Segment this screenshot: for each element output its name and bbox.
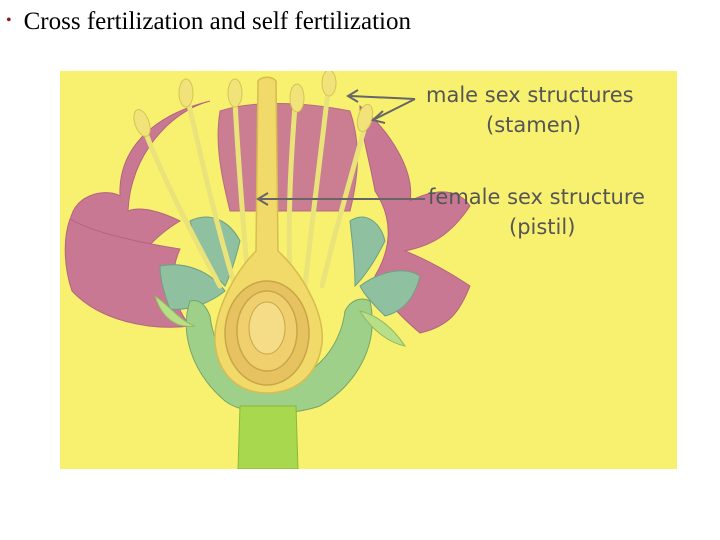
- stamen-arrowhead-b: [370, 110, 386, 124]
- anther-5: [321, 71, 337, 97]
- stamen-filament-2: [185, 98, 238, 289]
- anther-3: [227, 78, 243, 108]
- stamen-arrow-line-b: [374, 98, 416, 120]
- pistil: [214, 76, 323, 394]
- stamen-filament-6: [319, 123, 368, 289]
- stamen-label-line1: male sex structures: [426, 83, 634, 107]
- slide-title: • Cross fertilization and self fertilizat…: [6, 8, 411, 36]
- ovule-inner: [248, 301, 286, 355]
- stamen-label-line2: (stamen): [486, 113, 581, 137]
- stamens: [142, 88, 368, 289]
- anther-1: [133, 109, 151, 137]
- pistil-label-line2: (pistil): [509, 215, 575, 239]
- stem: [237, 405, 299, 469]
- pistil-arrowhead: [256, 192, 269, 206]
- anther-4: [289, 83, 305, 113]
- stamen-arrowhead-a: [346, 89, 359, 103]
- slide-title-text: Cross fertilization and self fertilizati…: [23, 8, 411, 35]
- anther-2: [178, 78, 194, 108]
- stamen-filament-4: [286, 103, 298, 284]
- bullet-icon: •: [6, 12, 12, 29]
- base-leaf-right: [358, 310, 407, 347]
- stamen-filament-1: [142, 128, 223, 289]
- stamen-filament-3: [232, 98, 251, 284]
- flower-diagram: male sex structures (stamen) female sex …: [60, 71, 677, 469]
- base-leaf-left: [154, 294, 196, 328]
- pointer-arrows: [256, 89, 425, 206]
- pistil-label-line1: female sex structure: [428, 185, 645, 209]
- stamen-arrow-line-a: [349, 95, 416, 100]
- stamen-filament-5: [302, 88, 331, 289]
